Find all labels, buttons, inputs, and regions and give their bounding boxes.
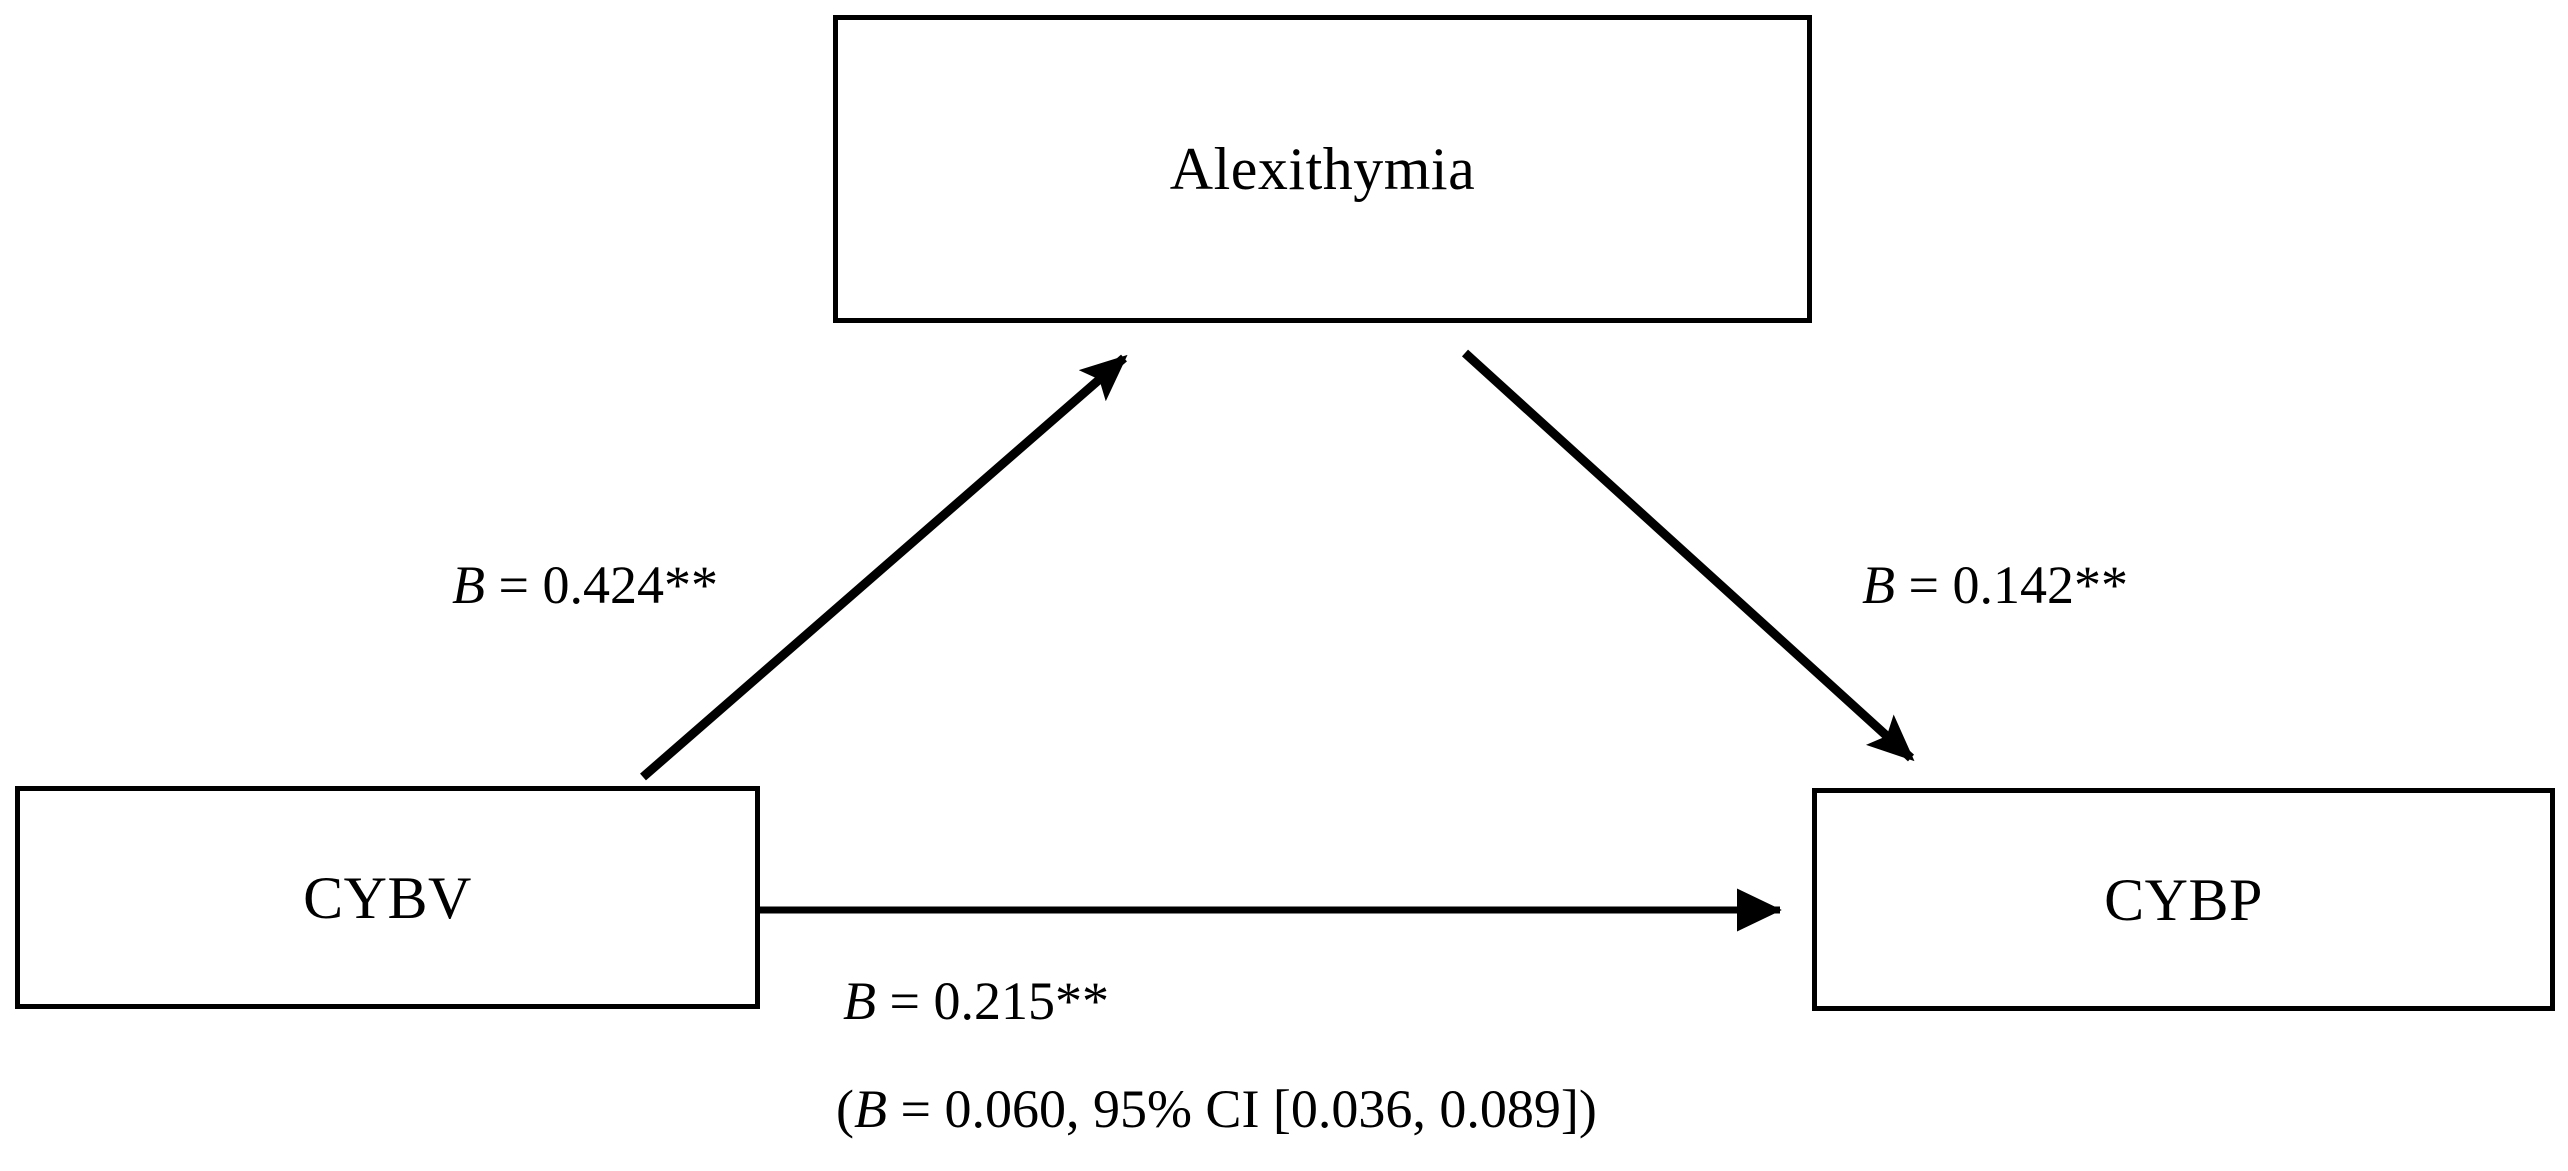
node-label-alexithymia: Alexithymia [1169,136,1476,202]
path-c-significance: ** [1054,971,1109,1031]
path-a-value: 0.424 [542,555,664,615]
arrow-alexithymia-to-cybp [1461,349,1915,762]
indirect-symbol: B [853,1079,887,1139]
path-b-symbol: B [1862,555,1895,615]
path-label-b: B = 0.142** [1862,555,2128,615]
node-box-cybv: CYBV [15,786,760,1009]
path-a-equals: = [485,555,543,615]
path-label-a: B = 0.424** [452,555,718,615]
path-label-indirect-effect: (B = 0.060, 95% CI [0.036, 0.089]) [836,1079,1597,1139]
path-c-value: 0.215 [933,971,1055,1031]
indirect-ci-upper: 0.089 [1439,1079,1561,1139]
indirect-ci-sep: , [1412,1079,1440,1139]
node-box-alexithymia: Alexithymia [833,15,1812,323]
node-label-cybp: CYBP [2104,866,2263,933]
path-a-significance: ** [663,555,718,615]
indirect-ci-lower: 0.036 [1290,1079,1413,1139]
indirect-separator: , [1065,1079,1093,1139]
indirect-close: ]) [1560,1079,1597,1139]
indirect-open-paren: ( [836,1079,854,1139]
path-label-c-direct: B = 0.215** [843,971,1109,1031]
node-label-cybv: CYBV [303,864,472,931]
indirect-equals: = [886,1079,945,1139]
path-a-symbol: B [452,555,485,615]
indirect-ci-label: 95% CI [ [1092,1079,1291,1139]
indirect-value: 0.060 [944,1079,1066,1139]
path-b-equals: = [1895,555,1953,615]
path-b-significance: ** [2073,555,2128,615]
node-box-cybp: CYBP [1812,788,2555,1011]
path-c-equals: = [876,971,934,1031]
path-c-symbol: B [843,971,876,1031]
path-b-value: 0.142 [1952,555,2074,615]
